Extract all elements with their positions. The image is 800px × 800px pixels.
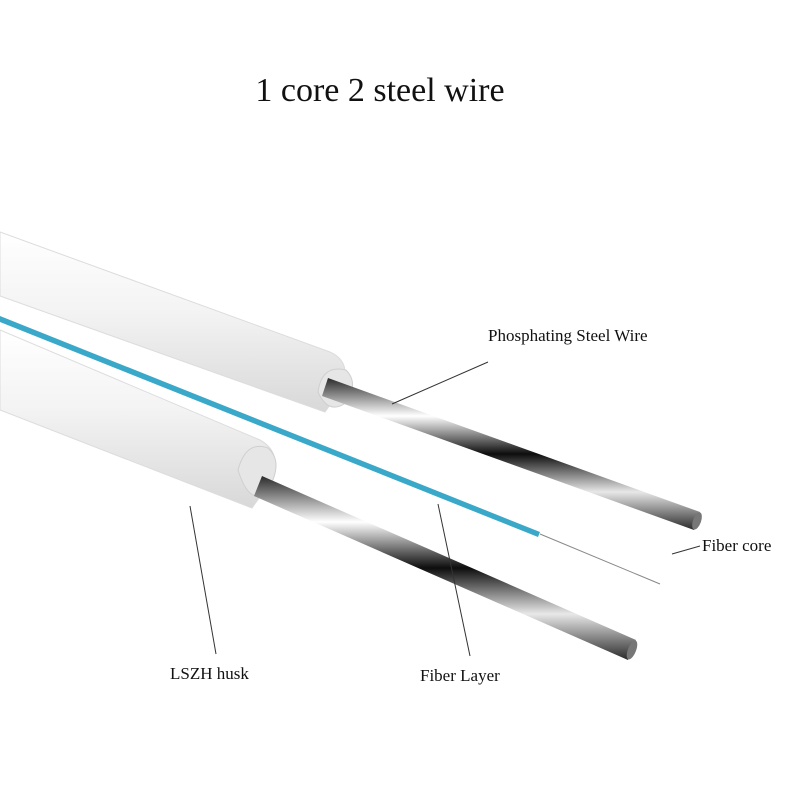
label-fiber-layer: Fiber Layer xyxy=(420,666,500,685)
page-title: 1 core 2 steel wire xyxy=(255,72,505,109)
leader-fiber-layer xyxy=(437,503,471,657)
label-fiber-core: Fiber core xyxy=(702,536,772,555)
label-phosphating-steel-wire: Phosphating Steel Wire xyxy=(488,326,648,345)
leader-fiber-core xyxy=(671,545,701,555)
label-lszh-husk: LSZH husk xyxy=(170,664,249,683)
upper-steel-wire xyxy=(322,378,702,530)
leader-lines xyxy=(189,361,701,657)
lower-jacket xyxy=(0,329,277,509)
fiber-layer-strand xyxy=(0,316,661,585)
leader-husk xyxy=(189,505,217,655)
leader-steel-wire xyxy=(391,361,489,405)
lower-steel-wire xyxy=(254,476,638,660)
